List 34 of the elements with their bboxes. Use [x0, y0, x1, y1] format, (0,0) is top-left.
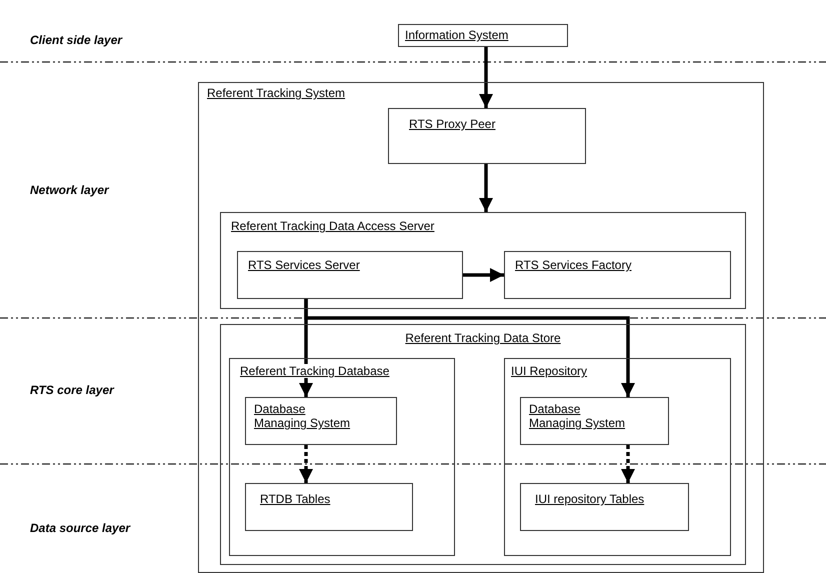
component-box [245, 483, 413, 531]
layer-label: Client side layer [30, 33, 122, 47]
layer-label: Data source layer [30, 521, 130, 535]
arrow [304, 299, 635, 397]
component-name: Referent Tracking System [207, 86, 346, 100]
component-name: RTS Proxy Peer [409, 117, 496, 131]
component-box [220, 212, 746, 309]
component-name: RTS Services Factory [515, 258, 632, 272]
component-name: IUI Repository [511, 364, 588, 378]
component-box [237, 251, 463, 299]
component-box [504, 251, 731, 299]
component-name: RTS Services Server [248, 258, 360, 272]
component-box [520, 397, 669, 445]
arrow [479, 47, 493, 108]
component-box [198, 82, 764, 573]
arrow [621, 445, 635, 483]
component-name: Referent Tracking Data Store [405, 331, 561, 345]
arrow [479, 164, 493, 212]
component-box [220, 324, 746, 565]
component-box [520, 483, 689, 531]
layer-label: RTS core layer [30, 383, 114, 397]
component-name: IUI repository Tables [535, 492, 644, 506]
component-box [398, 24, 568, 47]
component-box [388, 108, 586, 164]
arrow [299, 445, 313, 483]
component-name: Referent Tracking Database [240, 364, 390, 378]
component-name: Referent Tracking Data Access Server [231, 219, 434, 233]
component-name: RTDB Tables [260, 492, 330, 506]
component-box [229, 358, 455, 556]
component-name: Information System [405, 28, 508, 42]
layer-label: Network layer [30, 183, 109, 197]
arrow [463, 268, 504, 282]
component-box [504, 358, 731, 556]
component-box [245, 397, 397, 445]
